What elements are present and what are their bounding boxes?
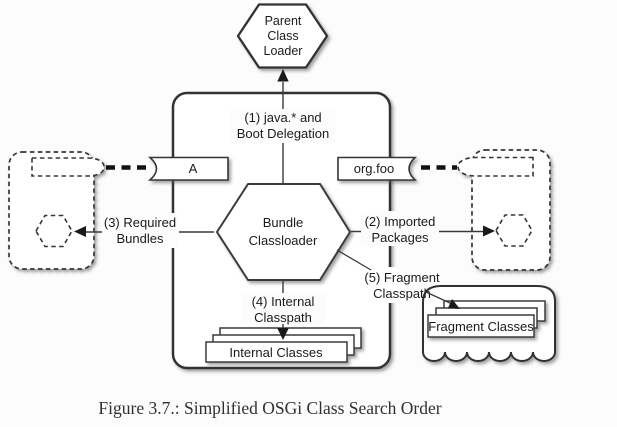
required-bundles-label-line1: (3) Required <box>104 215 176 230</box>
fragment-classpath-label-line2: Classpath <box>373 286 431 301</box>
parent-class-loader-label-line2: Class <box>267 29 298 43</box>
export-tab-a: A <box>147 156 229 181</box>
internal-classes-stack: Internal Classes <box>205 327 362 363</box>
bundle-classloader-label-line1: Bundle <box>263 215 303 230</box>
fragment-classpath-arrowhead <box>448 299 460 309</box>
bundle-classloader-node: Bundle Classloader <box>216 183 351 281</box>
fragment-classes-rect-front <box>427 314 535 338</box>
internal-classpath-label: (4) Internal Classpath <box>241 293 325 325</box>
import-tab-orgfoo: org.foo <box>337 156 418 181</box>
bundle-classloader-hexagon <box>216 183 351 281</box>
required-bundles-label: (3) Required Bundles <box>102 213 179 248</box>
internal-classpath-label-line1: (4) Internal <box>252 294 315 309</box>
imported-packages-label-line2: Packages <box>371 230 429 245</box>
fragment-classes-label: Fragment Classes <box>428 319 534 334</box>
parent-class-loader-node: Parent Class Loader <box>236 3 329 69</box>
fragment-classpath-label: (5) Fragment Classpath <box>364 270 440 301</box>
right-bundle-import-tab-outline <box>457 156 534 177</box>
parent-class-loader-hexagon <box>236 3 329 69</box>
boot-delegation-label-line2: Boot Delegation <box>237 126 330 141</box>
required-bundles-arrowhead <box>74 226 86 237</box>
export-tab-a-label: A <box>189 161 198 176</box>
internal-classpath-label-line2: Classpath <box>254 310 312 325</box>
fragment-classes-stack: Fragment Classes <box>427 300 546 338</box>
internal-classes-label: Internal Classes <box>229 345 323 360</box>
imported-packages-arrowhead <box>483 225 495 237</box>
boot-delegation-label-bg <box>230 109 336 143</box>
imported-packages-label-line1: (2) Imported <box>365 214 436 229</box>
internal-classpath-arrowhead <box>277 328 289 340</box>
import-tab-orgfoo-shape <box>337 156 418 181</box>
fragment-classpath-line <box>336 249 372 271</box>
right-dashed-bundle <box>457 149 551 271</box>
internal-classpath-label-bg <box>241 293 325 324</box>
bundle-classloader-label-line2: Classloader <box>249 233 318 248</box>
left-bundle-export-tab-outline <box>31 157 105 177</box>
fragment-label-edge-cover <box>385 267 398 303</box>
parent-class-loader-label-line1: Parent <box>265 14 302 28</box>
export-tab-a-shape <box>147 156 229 181</box>
boot-delegation-label-line1: (1) java.* and <box>244 110 321 125</box>
required-bundles-label-bg <box>102 213 179 248</box>
fragment-classpath-arrow-line <box>425 291 453 305</box>
internal-classes-rect-front <box>205 341 348 363</box>
right-bundle-body <box>471 149 551 271</box>
parent-class-loader-label-line3: Loader <box>264 44 303 58</box>
required-bundles-label-line2: Bundles <box>117 231 164 246</box>
imported-packages-label-bg <box>361 211 439 246</box>
left-dashed-bundle <box>8 151 105 270</box>
left-bundle-body <box>8 151 95 270</box>
figure-caption: Figure 3.7.: Simplified OSGi Class Searc… <box>98 398 441 418</box>
boot-delegation-label: (1) java.* and Boot Delegation <box>230 109 336 143</box>
right-bundle-hexagon <box>495 214 533 247</box>
import-tab-orgfoo-label: org.foo <box>354 161 394 176</box>
left-bundle-hexagon <box>35 214 73 248</box>
fragment-classpath-label-line1: (5) Fragment <box>364 270 440 285</box>
boot-delegation-arrowhead <box>277 69 289 82</box>
imported-packages-label: (2) Imported Packages <box>361 211 439 246</box>
